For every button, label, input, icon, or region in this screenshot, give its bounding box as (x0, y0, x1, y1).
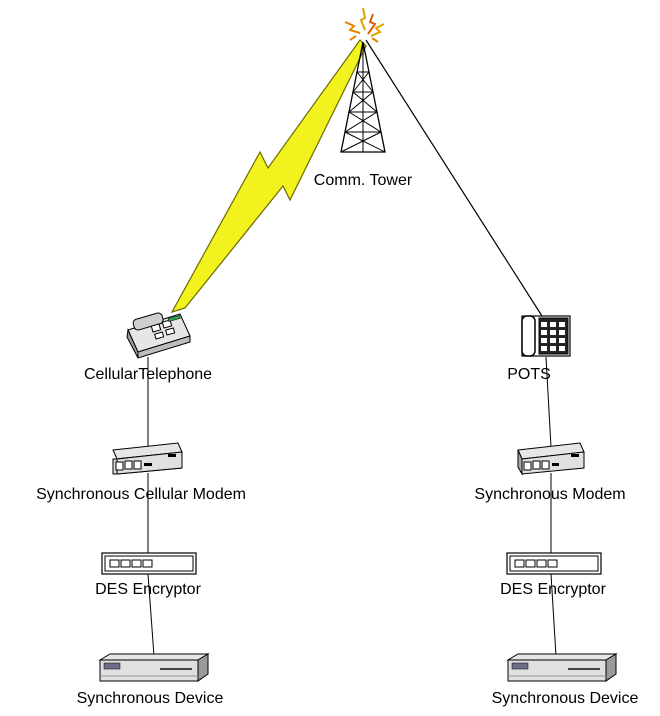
link-pots-modem (545, 356, 552, 448)
wireless-link-bolt (170, 39, 367, 314)
des-encryptor-icon-right (506, 552, 602, 575)
link-right-encryptor-device (550, 573, 557, 657)
pots-label: POTS (507, 366, 551, 383)
left-device-label: Synchronous Device (76, 690, 224, 707)
synchronous-device-icon-right (506, 653, 618, 682)
link-left-encryptor-device (147, 573, 155, 657)
right-device-label: Synchronous Device (491, 690, 639, 707)
synchronous-device-icon-left (98, 653, 210, 682)
cellular-modem-label: Synchronous Cellular Modem (36, 486, 246, 503)
synchronous-cellular-modem-icon (112, 442, 183, 475)
link-tower-pots (365, 39, 543, 317)
right-encryptor-label: DES Encryptor (500, 581, 606, 598)
cellular-telephone-icon (126, 312, 191, 359)
cellular-telephone-label: CellularTelephone (83, 366, 213, 383)
left-encryptor-label: DES Encryptor (95, 581, 201, 598)
pots-telephone-icon (521, 315, 571, 357)
synchronous-modem-label: Synchronous Modem (474, 486, 626, 503)
tower-label: Comm. Tower (313, 172, 413, 189)
comm-tower-icon (340, 7, 386, 153)
des-encryptor-icon-left (101, 552, 197, 575)
synchronous-modem-icon (517, 442, 585, 476)
